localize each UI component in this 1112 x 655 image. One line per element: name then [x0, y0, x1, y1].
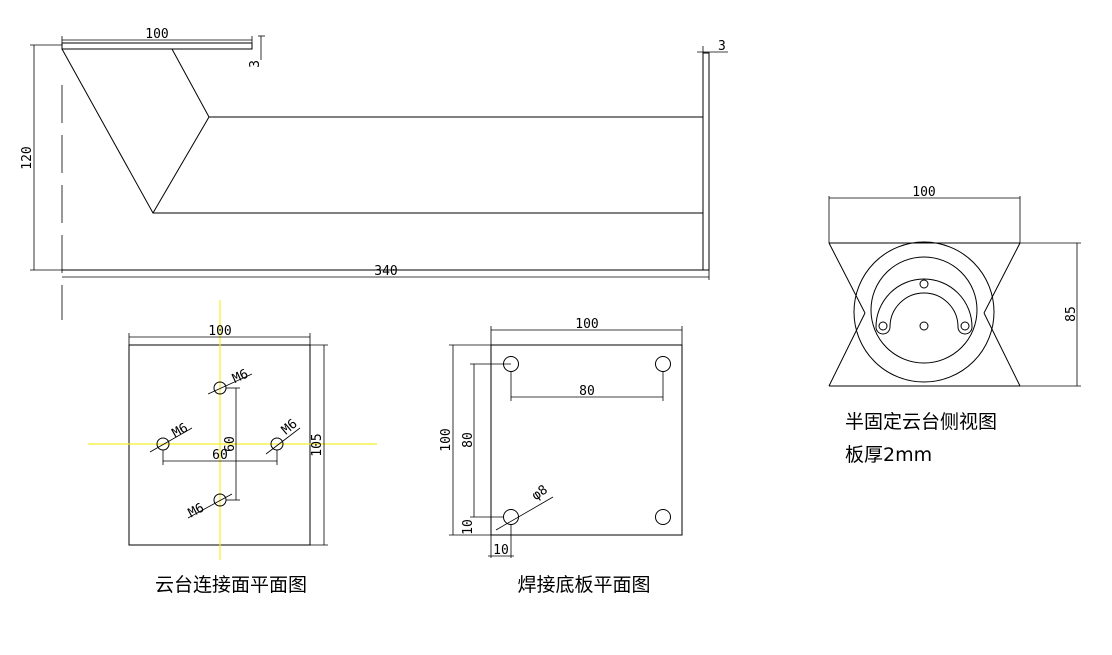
- dim-edge-x: 10: [493, 543, 509, 558]
- weld-base-plate-view: 100 80 100 80 10 10 φ8 焊接底板平面图: [439, 317, 683, 596]
- hole-diameter-label: φ8: [529, 482, 550, 503]
- hole-bottom-left: [503, 509, 519, 525]
- half-fixed-side-view: 100 85 半固定云台侧视图 板厚2mm: [828, 185, 1081, 466]
- caption: 半固定云台侧视图: [845, 411, 997, 433]
- dim-hole-y: 80: [461, 432, 476, 448]
- slot-inner-arc: [889, 292, 959, 328]
- caption: 焊接底板平面图: [517, 574, 650, 596]
- dim-width: 100: [575, 317, 598, 332]
- bracket-diagonal: [152, 116, 210, 214]
- dim-width: 100: [208, 324, 231, 339]
- bracket-outline: [61, 48, 704, 214]
- dim-top-width: 100: [145, 27, 168, 42]
- slot-end-hole-left: [878, 321, 888, 331]
- dim-height: 100: [439, 428, 454, 451]
- hole-label-right: M6: [279, 417, 301, 439]
- dim-hole-x: 80: [579, 384, 595, 399]
- inner-disc: [870, 256, 978, 364]
- dim-hole-x: 60: [212, 448, 228, 463]
- slot-outer-arc: [875, 278, 973, 328]
- center-hole: [919, 321, 929, 331]
- dim-length: 340: [374, 264, 397, 279]
- side-bracket-view: 100 3 3 120 340: [20, 27, 728, 320]
- caption: 云台连接面平面图: [155, 574, 307, 596]
- dim-edge-y: 10: [461, 519, 476, 535]
- slot-end-hole-right: [960, 321, 970, 331]
- plate-outline: [490, 344, 683, 536]
- dim-right-thickness: 3: [718, 39, 726, 54]
- dim-height: 85: [1064, 306, 1079, 322]
- hole-label-bottom: M6: [186, 501, 207, 522]
- dim-width: 100: [912, 185, 935, 200]
- top-hole: [919, 279, 929, 289]
- dim-height: 105: [310, 433, 325, 456]
- mount-disc: [853, 241, 995, 383]
- hole-bottom-right: [655, 509, 671, 525]
- hole-label-left: M6: [170, 421, 191, 442]
- dim-top-thickness: 3: [248, 60, 263, 68]
- hole-label-top: M6: [230, 367, 251, 387]
- thickness-note: 板厚2mm: [845, 444, 932, 466]
- ptz-connection-plate-view: M6 M6 M6 M6 60 60 100 105 云台连接面平面图: [88, 300, 377, 596]
- end-plate: [702, 52, 710, 271]
- dim-hole-y: 60: [223, 436, 238, 452]
- top-plate: [61, 42, 253, 50]
- dim-height: 120: [20, 146, 35, 169]
- hole-top-right: [655, 356, 671, 372]
